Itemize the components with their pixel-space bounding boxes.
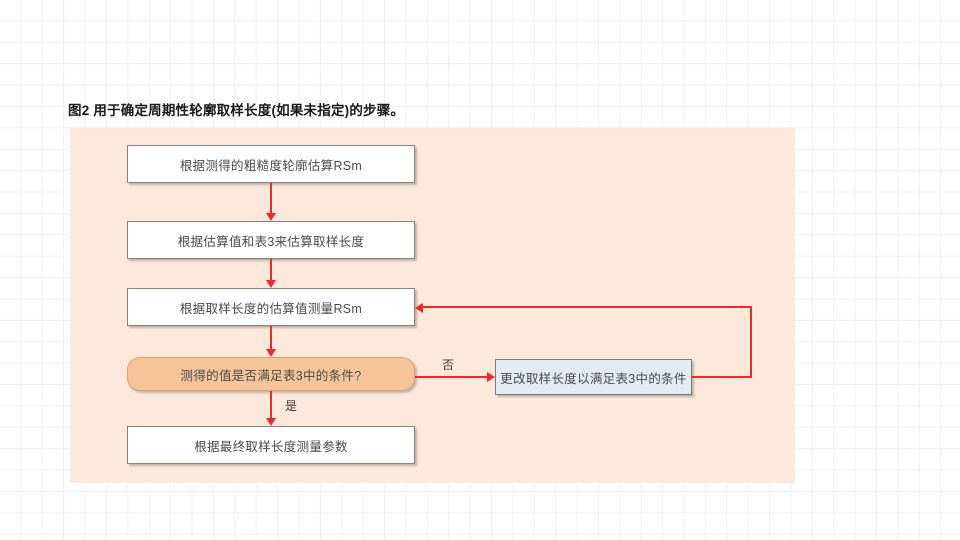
arrowhead-into-final-measure bbox=[266, 418, 276, 426]
figure-panel: 根据测得的粗糙度轮廓估算RSm 根据估算值和表3来估算取样长度 根据取样长度的估… bbox=[70, 128, 795, 483]
arrowhead-into-measure-rsm bbox=[266, 280, 276, 288]
connector-decision-to-final-measure bbox=[270, 391, 272, 418]
flow-node-estimate-sampling-length[interactable]: 根据估算值和表3来估算取样长度 bbox=[127, 221, 415, 259]
arrowhead-into-estimate-len bbox=[266, 213, 276, 221]
arrowhead-into-decision bbox=[266, 349, 276, 357]
flow-node-estimate-rsm[interactable]: 根据测得的粗糙度轮廓估算RSm bbox=[127, 145, 415, 183]
flow-node-final-measurement[interactable]: 根据最终取样长度测量参数 bbox=[127, 426, 415, 464]
connector-feedback-vertical-segment bbox=[750, 306, 752, 378]
edge-label-yes: 是 bbox=[285, 399, 298, 413]
connector-estimate-rsm-to-estimate-len bbox=[270, 183, 272, 213]
arrowhead-into-change-len bbox=[487, 372, 495, 382]
figure-caption: 图2 用于确定周期性轮廓取样长度(如果未指定)的步骤。 bbox=[68, 103, 405, 118]
connector-measure-rsm-to-decision bbox=[270, 326, 272, 349]
connector-decision-to-change-len bbox=[415, 376, 487, 378]
connector-feedback-top-segment bbox=[423, 306, 752, 308]
flow-node-decision-condition[interactable]: 测得的值是否满足表3中的条件? bbox=[127, 357, 415, 391]
edge-label-no: 否 bbox=[442, 358, 455, 372]
arrowhead-into-measure-rsm-feedback bbox=[415, 303, 423, 313]
flow-node-measure-rsm[interactable]: 根据取样长度的估算值测量RSm bbox=[127, 288, 415, 326]
flow-node-change-sampling-length[interactable]: 更改取样长度以满足表3中的条件 bbox=[495, 359, 692, 395]
connector-estimate-len-to-measure-rsm bbox=[270, 259, 272, 280]
connector-feedback-right-segment bbox=[692, 376, 752, 378]
